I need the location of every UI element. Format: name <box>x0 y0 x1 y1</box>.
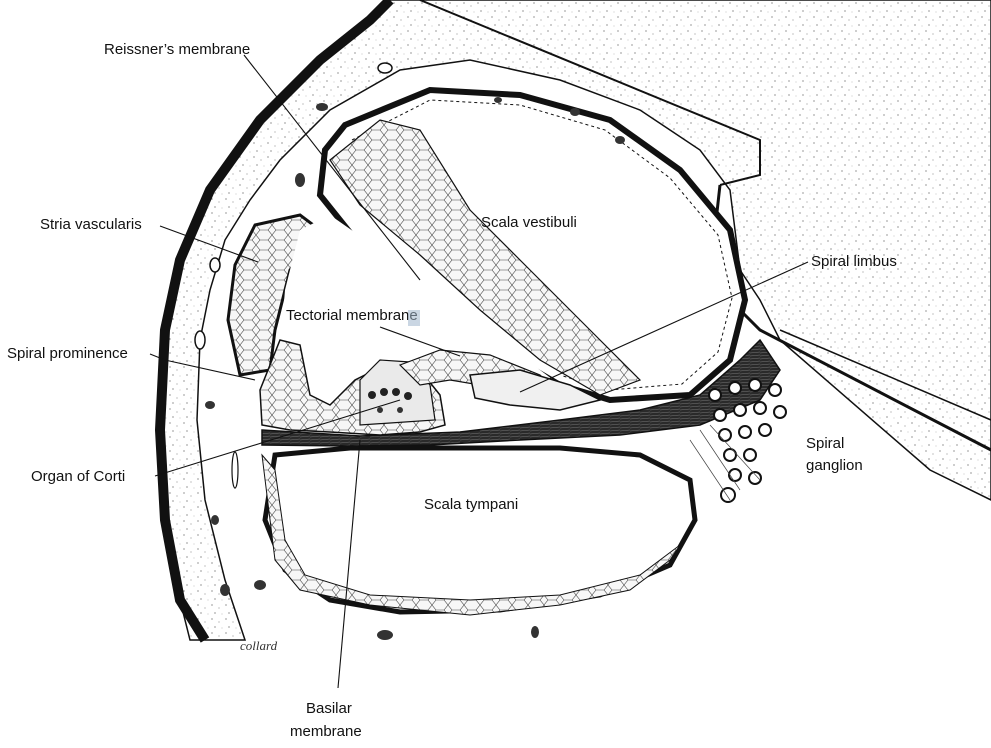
hair-cells <box>368 388 412 413</box>
spiral-ganglion <box>689 378 787 503</box>
tectorial-membrane-label: Tectorial membrane <box>286 307 418 324</box>
spiral-prominence-label: Spiral prominence <box>7 345 128 362</box>
spiral-ganglion-label-line2: ganglion <box>806 457 863 474</box>
scala-vestibuli-label: Scala vestibuli <box>481 214 577 231</box>
spiral-ganglion-label-line1: Spiral <box>806 435 844 452</box>
leader-lines <box>149 54 809 689</box>
scala-tympani-label: Scala tympani <box>424 496 518 513</box>
scala-vestibuli <box>316 86 749 404</box>
scala-media <box>280 215 560 395</box>
organ-of-corti-leader <box>154 399 401 477</box>
spiral-limbus-label: Spiral limbus <box>811 253 897 270</box>
basilar-membrane-leader <box>337 439 361 689</box>
scala-tympani <box>261 445 698 616</box>
reissners-membrane-label: Reissner’s membrane <box>104 41 250 58</box>
basilar-membrane <box>261 338 781 447</box>
spiral-prominence-leader <box>149 353 256 381</box>
bone-inclusions <box>194 62 625 640</box>
text-cursor-highlight <box>408 310 420 326</box>
artist-signature: collard <box>240 638 278 653</box>
stria-vascularis-label: Stria vascularis <box>40 216 142 233</box>
tectorial-membrane-leader <box>379 326 461 357</box>
basilar-membrane-label-line1: Basilar <box>306 700 352 717</box>
organ-of-corti-label: Organ of Corti <box>31 468 125 485</box>
basilar-membrane-label-line2: membrane <box>290 723 362 740</box>
stria-vascularis-leader <box>159 225 259 263</box>
spiral-limbus <box>469 369 603 411</box>
spiral-limbus-leader <box>519 261 809 393</box>
reissners-membrane-leader <box>243 54 421 281</box>
labels: Reissner’s membrane Stria vascularis Sca… <box>7 41 897 740</box>
